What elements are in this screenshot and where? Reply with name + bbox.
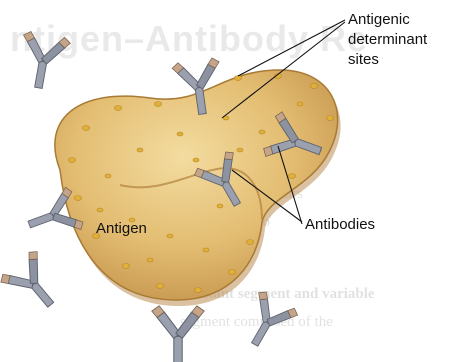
- antigen-body: [55, 70, 338, 300]
- label-antibodies: Antibodies: [305, 216, 375, 234]
- antibody-bottom-right: [235, 289, 300, 356]
- label-antigenic-determinant-line2: determinant: [348, 31, 427, 49]
- label-antigenic-determinant-line3: sites: [348, 51, 379, 69]
- label-antigen: Antigen: [96, 220, 147, 238]
- label-antigenic-determinant-line1: Antigenic: [348, 11, 410, 29]
- antibody-top-left: [15, 30, 71, 92]
- leader-determinant-top: [238, 20, 345, 76]
- antibody-bottom-left: [0, 248, 69, 320]
- antibody-bottom-center: [152, 306, 205, 362]
